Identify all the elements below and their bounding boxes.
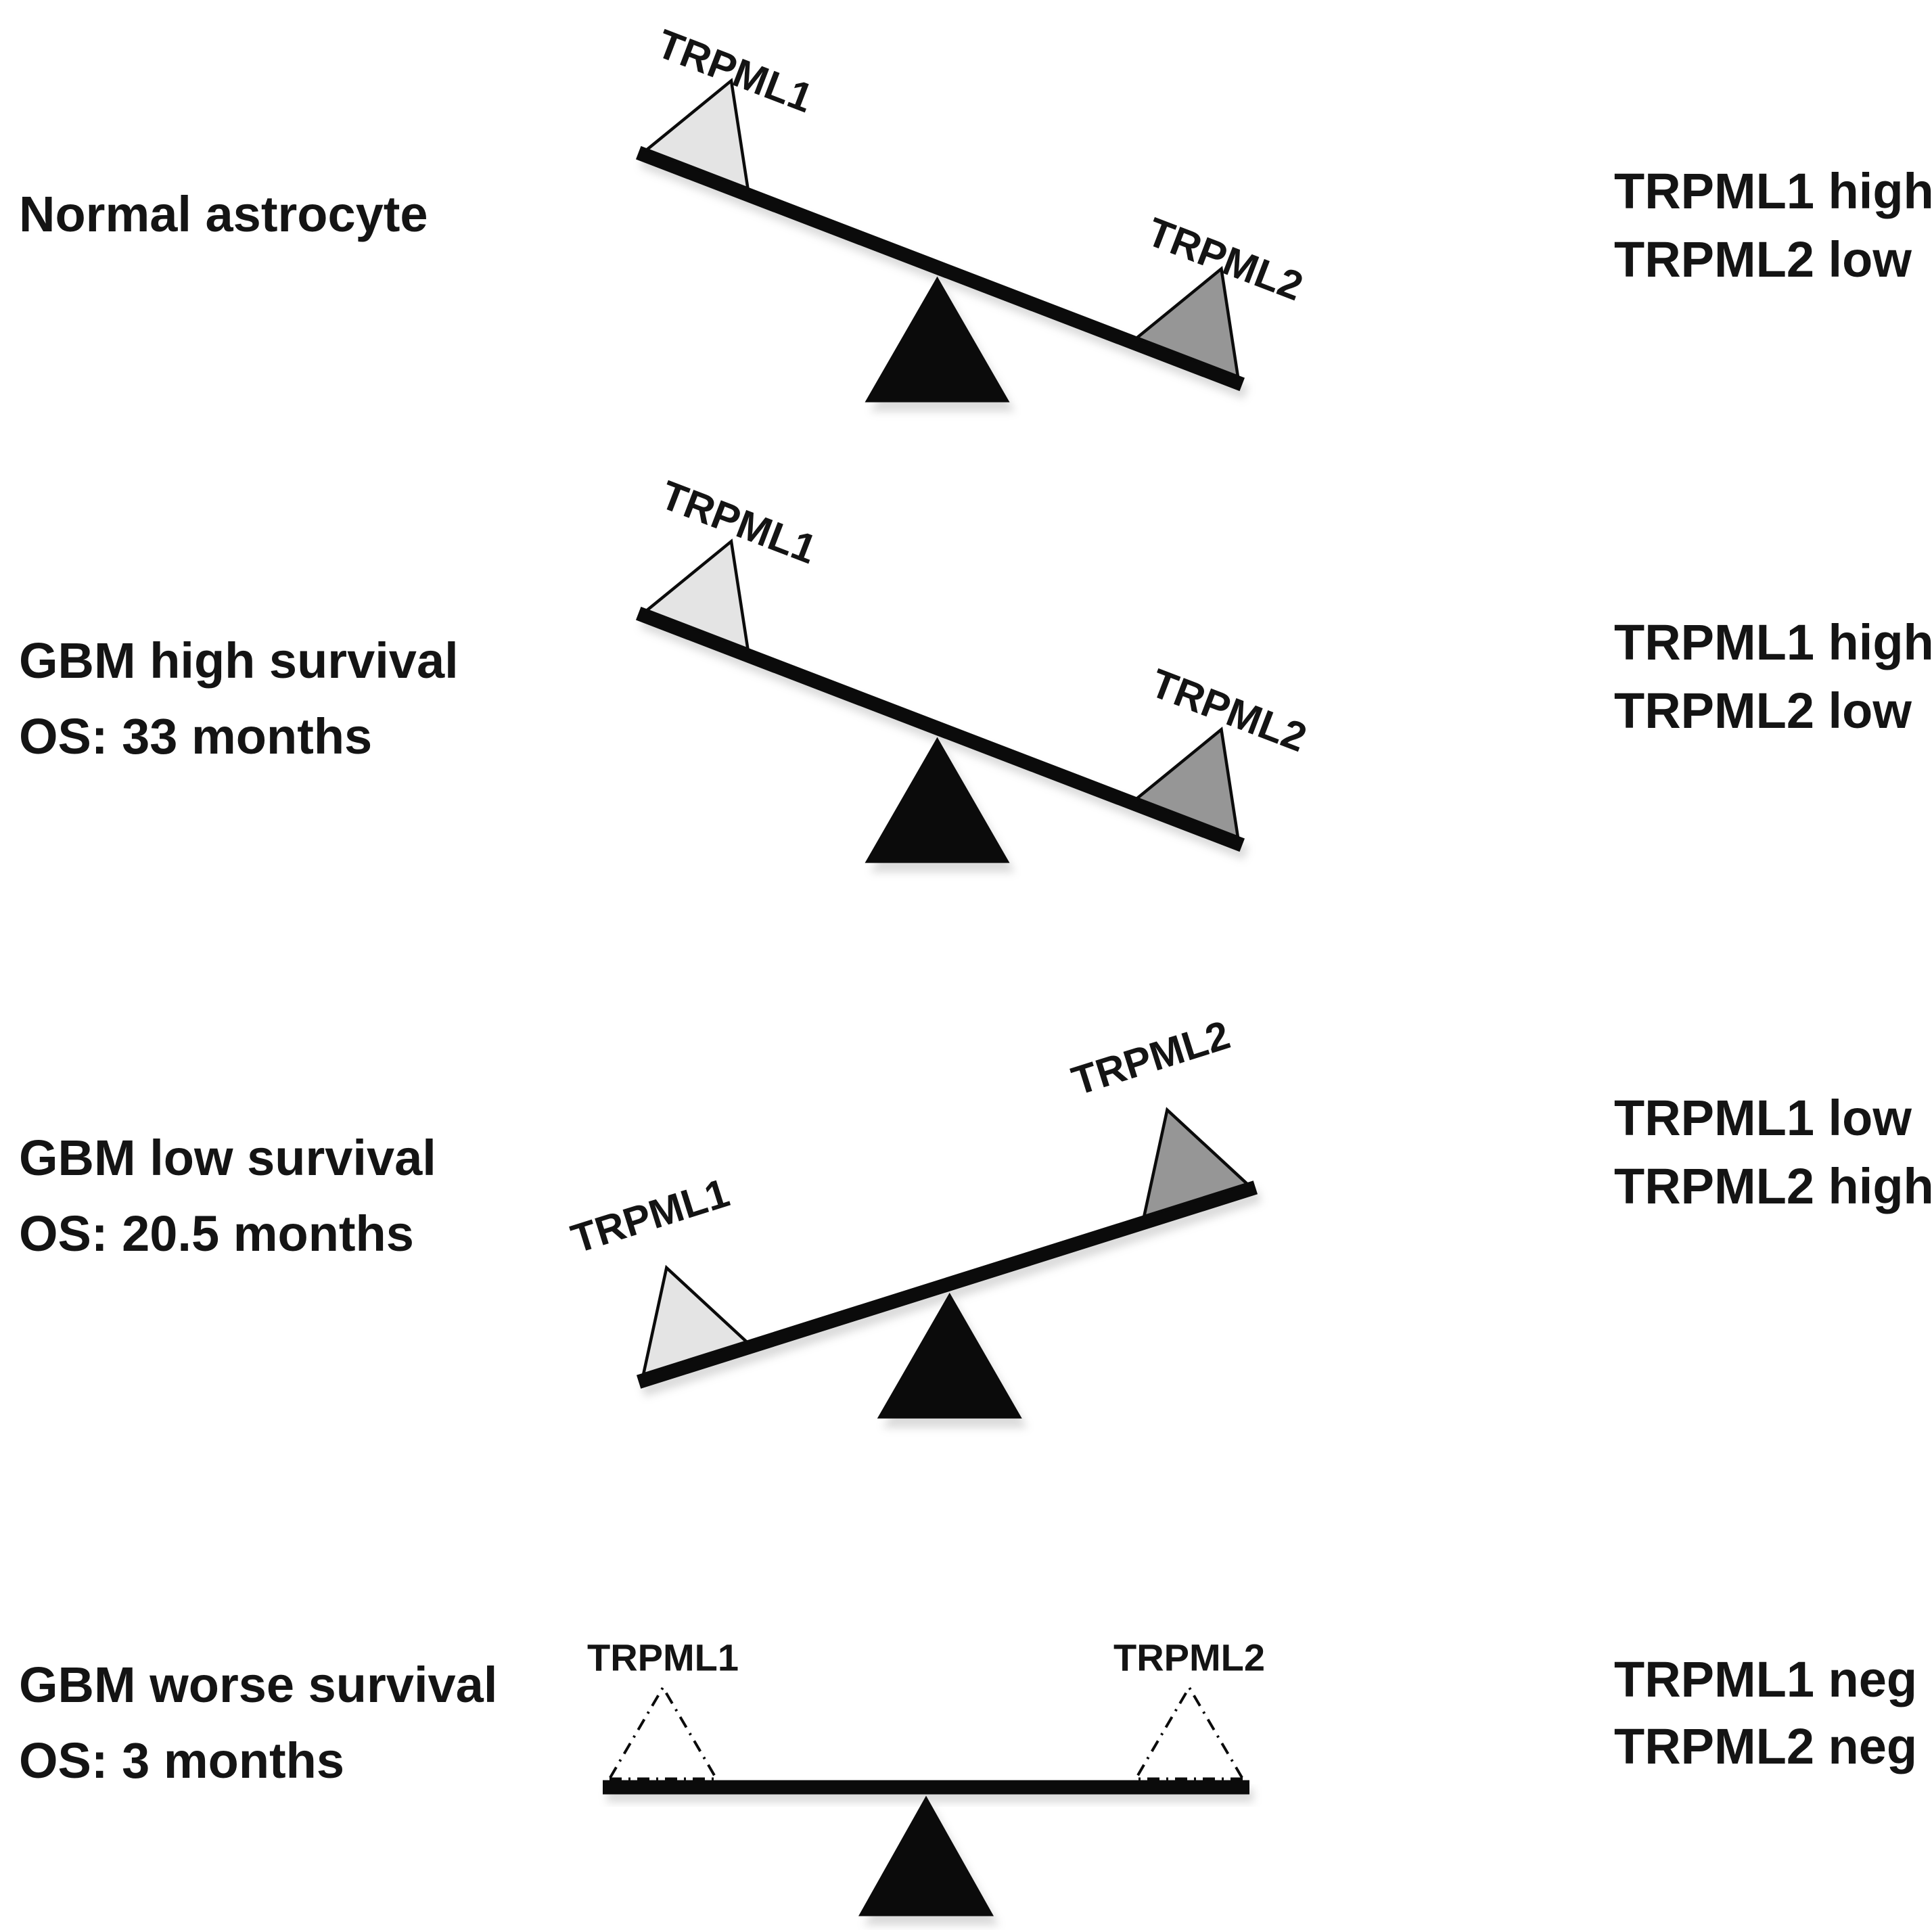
right-label: TRPML2 — [1113, 1636, 1265, 1679]
row-label-line: OS: 3 months — [19, 1732, 344, 1789]
left-label: TRPML1 — [655, 472, 823, 573]
fulcrum-triangle — [858, 1795, 994, 1916]
row-label-line: GBM high survival — [19, 633, 459, 689]
row-label-line: Normal astrocyte — [19, 186, 428, 242]
summary-line: TRPML2 low — [1614, 683, 1912, 739]
right-triangle — [1134, 266, 1240, 380]
seesaw-beam — [603, 1780, 1249, 1795]
summary-line: TRPML1 neg — [1614, 1651, 1917, 1707]
right-triangle — [1134, 727, 1240, 840]
summary-line: TRPML2 low — [1614, 231, 1912, 288]
left-label: TRPML1 — [566, 1170, 735, 1262]
seesaw-beam — [635, 145, 1245, 392]
right-label: TRPML2 — [1145, 660, 1312, 761]
row-label-line: OS: 20.5 months — [19, 1205, 414, 1262]
left-triangle — [643, 538, 750, 652]
summary-line: TRPML1 low — [1614, 1090, 1912, 1146]
fulcrum-triangle — [865, 276, 1010, 403]
summary-line: TRPML2 high — [1614, 1158, 1932, 1214]
left-label: TRPML1 — [587, 1636, 739, 1679]
left-triangle — [643, 78, 750, 191]
fulcrum-triangle — [877, 1292, 1022, 1419]
seesaw-beam — [636, 1180, 1258, 1389]
fulcrum-triangle — [865, 737, 1010, 863]
row-label-line: GBM low survival — [19, 1130, 436, 1186]
left-triangle — [607, 1684, 719, 1780]
right-triangle — [1142, 1107, 1251, 1219]
right-triangle — [1133, 1684, 1245, 1780]
summary-line: TRPML1 high — [1614, 163, 1932, 219]
right-label: TRPML2 — [1067, 1012, 1235, 1104]
summary-line: TRPML1 high — [1614, 614, 1932, 670]
summary-line: TRPML2 neg — [1614, 1718, 1917, 1774]
row-label-line: OS: 33 months — [19, 708, 372, 764]
seesaw-beam — [635, 606, 1245, 852]
row-label-line: GBM worse survival — [19, 1657, 497, 1713]
left-triangle — [641, 1264, 750, 1377]
